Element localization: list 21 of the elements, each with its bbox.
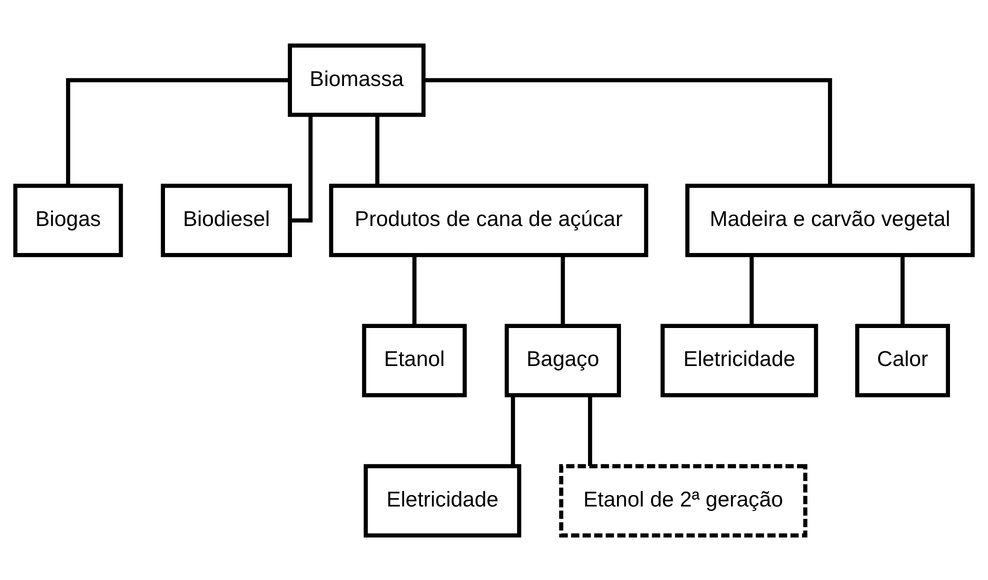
- node-box: Eletricidade: [364, 464, 522, 537]
- connector: [424, 78, 832, 186]
- connector: [900, 254, 905, 326]
- connector: [560, 254, 565, 326]
- connector: [290, 114, 313, 222]
- connector: [510, 394, 516, 466]
- connector: [375, 114, 380, 186]
- node-box: Eletricidade: [660, 323, 818, 397]
- node-box: Madeira e carvão vegetal: [685, 183, 975, 257]
- node-box: Biomassa: [288, 43, 426, 116]
- node-box: Etanol de 2ª geração: [559, 464, 808, 537]
- node-box: Biodiesel: [160, 183, 292, 257]
- connector: [750, 254, 754, 326]
- node-box: Biogas: [13, 183, 123, 257]
- node-box: Produtos de cana de açúcar: [329, 183, 648, 257]
- node-box: Bagaço: [504, 323, 621, 397]
- node-box: Etanol: [362, 323, 467, 397]
- node-box: Calor: [855, 323, 950, 397]
- connector: [412, 254, 416, 326]
- connector: [588, 394, 592, 466]
- connector: [66, 78, 290, 186]
